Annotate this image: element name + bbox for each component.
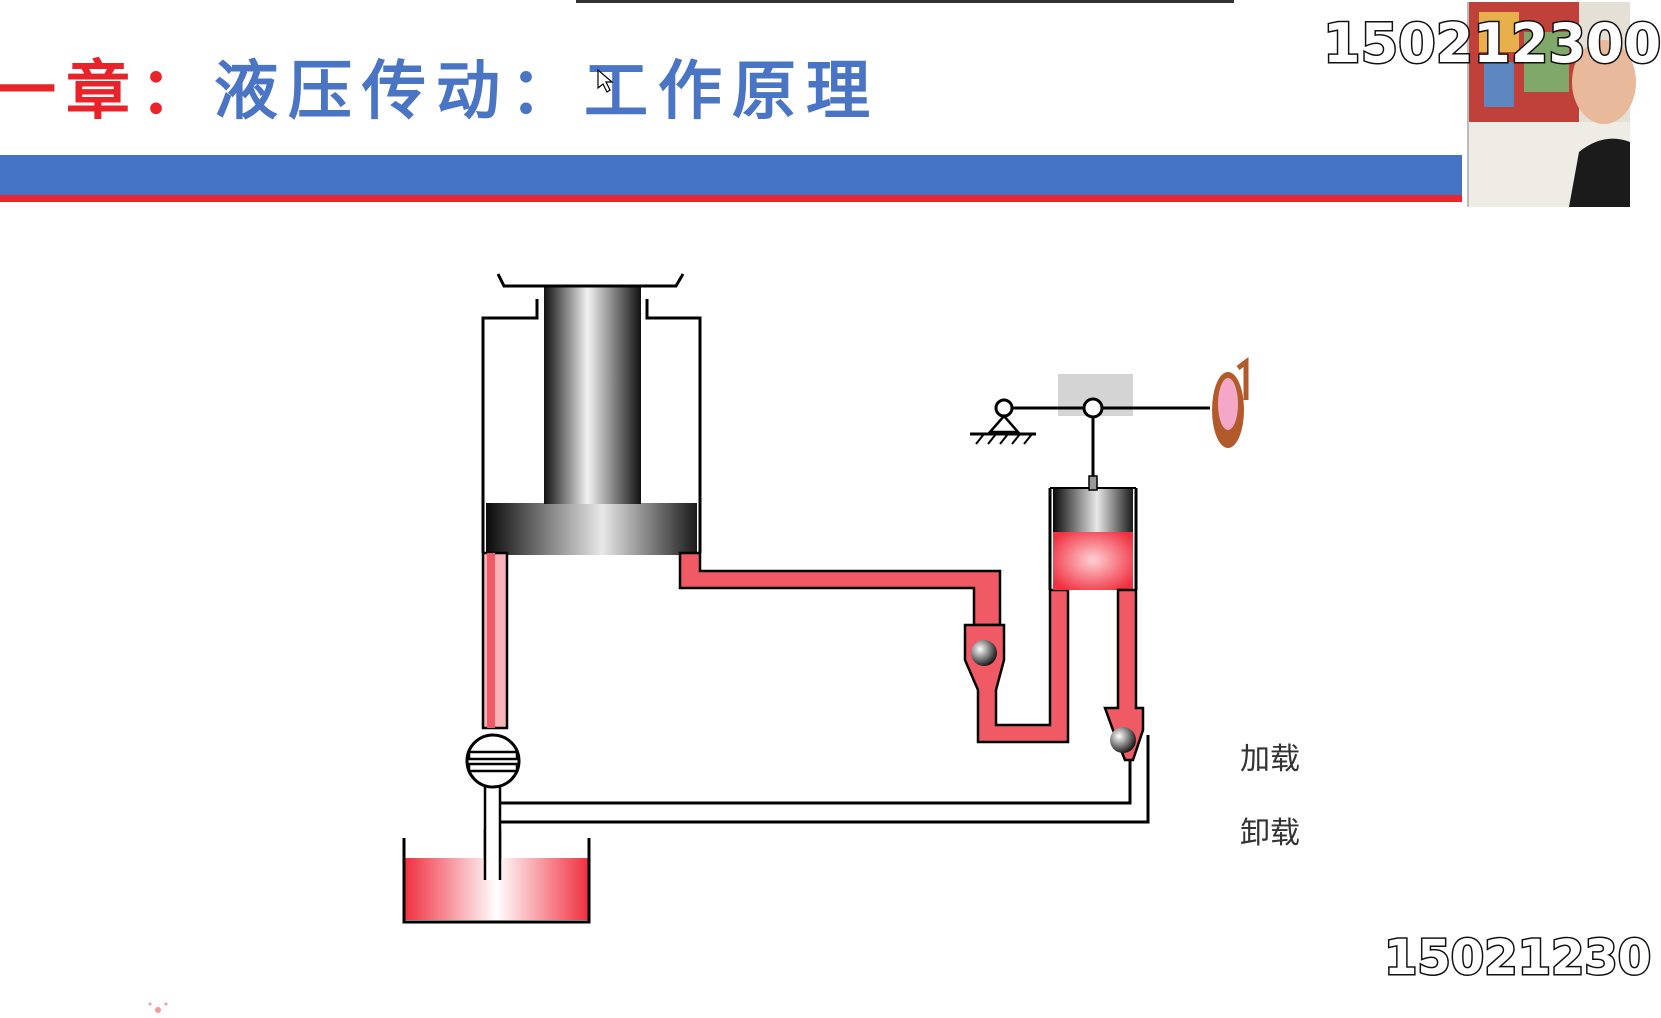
mouse-cursor-icon: [597, 68, 614, 93]
oil-tank: [402, 830, 591, 924]
phone-watermark-bottom: 15021230: [1382, 929, 1652, 988]
webcam-image: [1469, 2, 1636, 207]
small-chamber-fluid: [1053, 530, 1133, 590]
large-cylinder: [481, 273, 702, 555]
intake-column: [1103, 588, 1150, 803]
webcam-overlay: [1467, 2, 1636, 207]
title-underline-red: [0, 195, 1462, 202]
stop-valve-icon: [465, 733, 521, 789]
title-underline-blue: [0, 155, 1462, 195]
title-chapter: 一章：: [0, 54, 214, 129]
large-piston: [486, 503, 697, 555]
load-plate: [496, 273, 685, 288]
check-ball-icon: [1110, 727, 1136, 753]
hand-icon: [1212, 357, 1249, 448]
large-piston-rod: [544, 286, 641, 504]
hand-lever: [1005, 374, 1210, 476]
load-label: 加载: [1240, 742, 1300, 777]
suction-line: [500, 735, 1150, 824]
slide-title: 一章：液压传动：工作原理: [0, 40, 880, 132]
small-piston: [1053, 488, 1133, 532]
return-line-left: [481, 551, 509, 730]
title-main: 液压传动：工作原理: [214, 54, 880, 129]
small-cylinder: [1048, 475, 1138, 590]
fixed-pivot-icon: [970, 398, 1036, 445]
top-rule: [576, 0, 1234, 3]
check-ball-icon: [971, 640, 997, 666]
pressure-line: [678, 551, 1002, 627]
unload-label: 卸载: [1240, 816, 1300, 851]
sparkle-decoration: [148, 1002, 168, 1013]
phone-watermark-top: 150212300: [1321, 11, 1661, 77]
